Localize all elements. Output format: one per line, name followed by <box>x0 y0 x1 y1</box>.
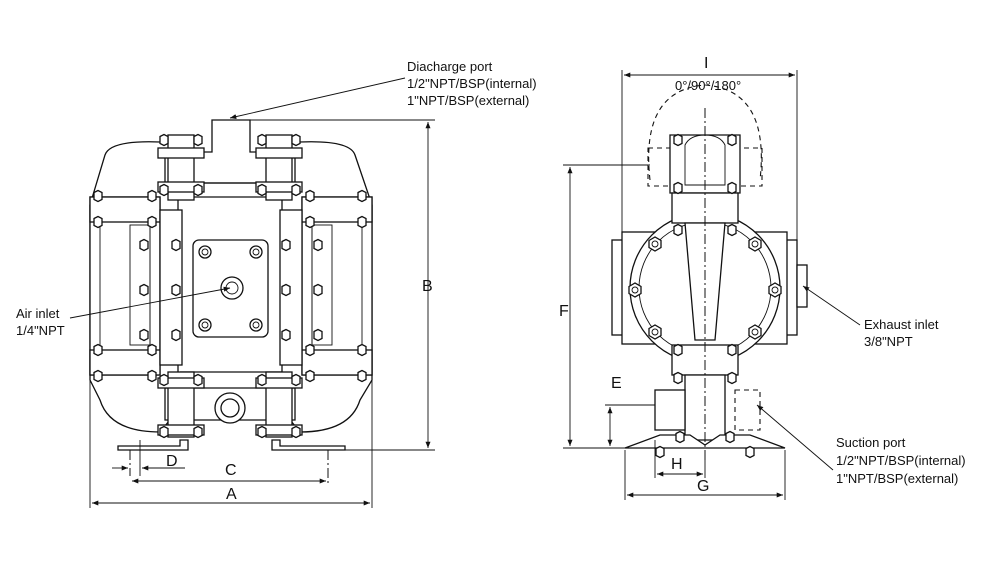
discharge-port-title: Diacharge port <box>407 59 493 74</box>
discharge-port-callout: Diacharge port 1/2"NPT/BSP(internal) 1"N… <box>229 59 537 120</box>
suction-port-callout: Suction port 1/2"NPT/BSP(internal) 1"NPT… <box>756 404 966 486</box>
dim-a-label: A <box>226 486 237 503</box>
discharge-port-line1: 1/2"NPT/BSP(internal) <box>407 76 537 91</box>
discharge-port-line2: 1"NPT/BSP(external) <box>407 93 529 108</box>
front-view <box>89 119 373 486</box>
exhaust-inlet-callout: Exhaust inlet 3/8"NPT <box>802 285 939 349</box>
air-inlet-callout: Air inlet 1/4"NPT <box>16 286 231 338</box>
dim-d-label: D <box>166 453 178 470</box>
dim-h-label: H <box>671 456 683 473</box>
base-plate <box>624 434 786 449</box>
exhaust-inlet-title: Exhaust inlet <box>864 317 939 332</box>
suction-port-line2: 1"NPT/BSP(external) <box>836 471 958 486</box>
dim-i-label: I <box>704 55 708 72</box>
dim-e-label: E <box>611 375 622 392</box>
rotation-label: 0°/90°/180° <box>675 78 741 93</box>
dim-f-label: F <box>559 303 569 320</box>
side-dimensions: I 0°/90°/180° F E H G <box>559 55 798 500</box>
air-inlet-port <box>220 276 244 300</box>
front-dimensions: B A C D <box>89 119 435 508</box>
suction-port-title: Suction port <box>836 435 906 450</box>
suction-port-line1: 1/2"NPT/BSP(internal) <box>836 453 966 468</box>
air-inlet-line1: 1/4"NPT <box>16 323 65 338</box>
dim-g-label: G <box>697 478 709 495</box>
dim-c-label: C <box>225 462 237 479</box>
air-inlet-title: Air inlet <box>16 306 60 321</box>
side-view <box>611 84 808 460</box>
dim-b-label: B <box>422 278 433 295</box>
exhaust-inlet-line1: 3/8"NPT <box>864 334 913 349</box>
